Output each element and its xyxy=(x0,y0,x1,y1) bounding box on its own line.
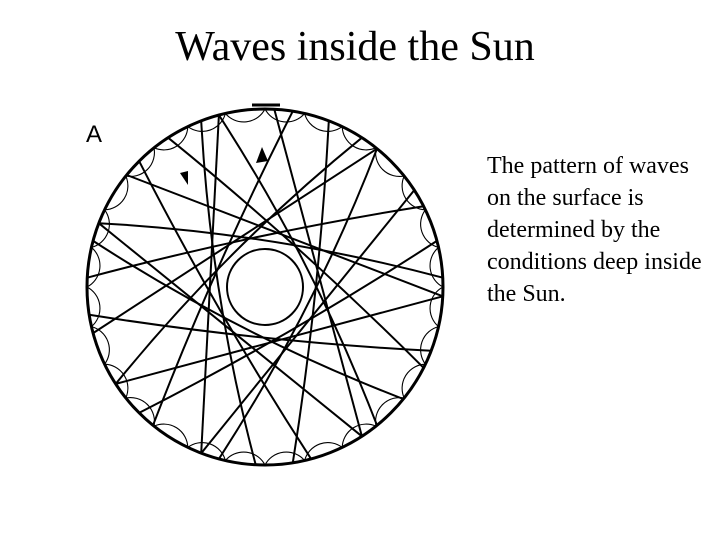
ray-path xyxy=(218,148,378,460)
slide-body-text: The pattern of waves on the surface is d… xyxy=(487,153,702,307)
ray-path xyxy=(152,110,294,426)
ray-path xyxy=(86,205,424,279)
surface-arc xyxy=(224,108,266,123)
wave-ray-paths xyxy=(86,108,444,466)
surface-arc xyxy=(153,126,189,151)
surface-arc xyxy=(341,126,377,151)
sun-wave-diagram: A xyxy=(85,103,445,467)
surface-arc xyxy=(104,363,129,399)
surface-arc xyxy=(187,442,226,461)
surface-arc xyxy=(341,423,377,448)
surface-arc xyxy=(264,108,306,123)
surface-arc xyxy=(304,113,343,132)
arrow-head xyxy=(180,171,188,185)
ray-path xyxy=(138,240,438,414)
surface-arc xyxy=(86,286,101,328)
surface-arc xyxy=(420,326,439,365)
surface-arc xyxy=(420,209,439,248)
surface-arc xyxy=(429,286,444,328)
slide-title: Waves inside the Sun xyxy=(175,24,535,70)
arrow-head xyxy=(256,147,268,163)
ray-path xyxy=(218,114,378,426)
ray-path xyxy=(89,313,432,352)
surface-arc xyxy=(401,175,426,211)
surface-arc xyxy=(104,175,129,211)
surface-arc xyxy=(153,423,189,448)
surface-arc xyxy=(304,442,343,461)
ray-path xyxy=(138,160,312,460)
direction-arrows xyxy=(180,147,268,185)
panel-label: A xyxy=(86,121,102,148)
surface-arc xyxy=(264,451,306,466)
sun-core xyxy=(226,248,304,326)
ray-path xyxy=(167,136,425,369)
surface-arc xyxy=(224,451,266,466)
surface-arc xyxy=(86,246,101,288)
ray-path xyxy=(291,120,330,463)
surface-arc xyxy=(187,113,226,132)
surface-arc xyxy=(91,209,110,248)
surface-arc xyxy=(429,246,444,288)
surface-arc xyxy=(91,326,110,365)
